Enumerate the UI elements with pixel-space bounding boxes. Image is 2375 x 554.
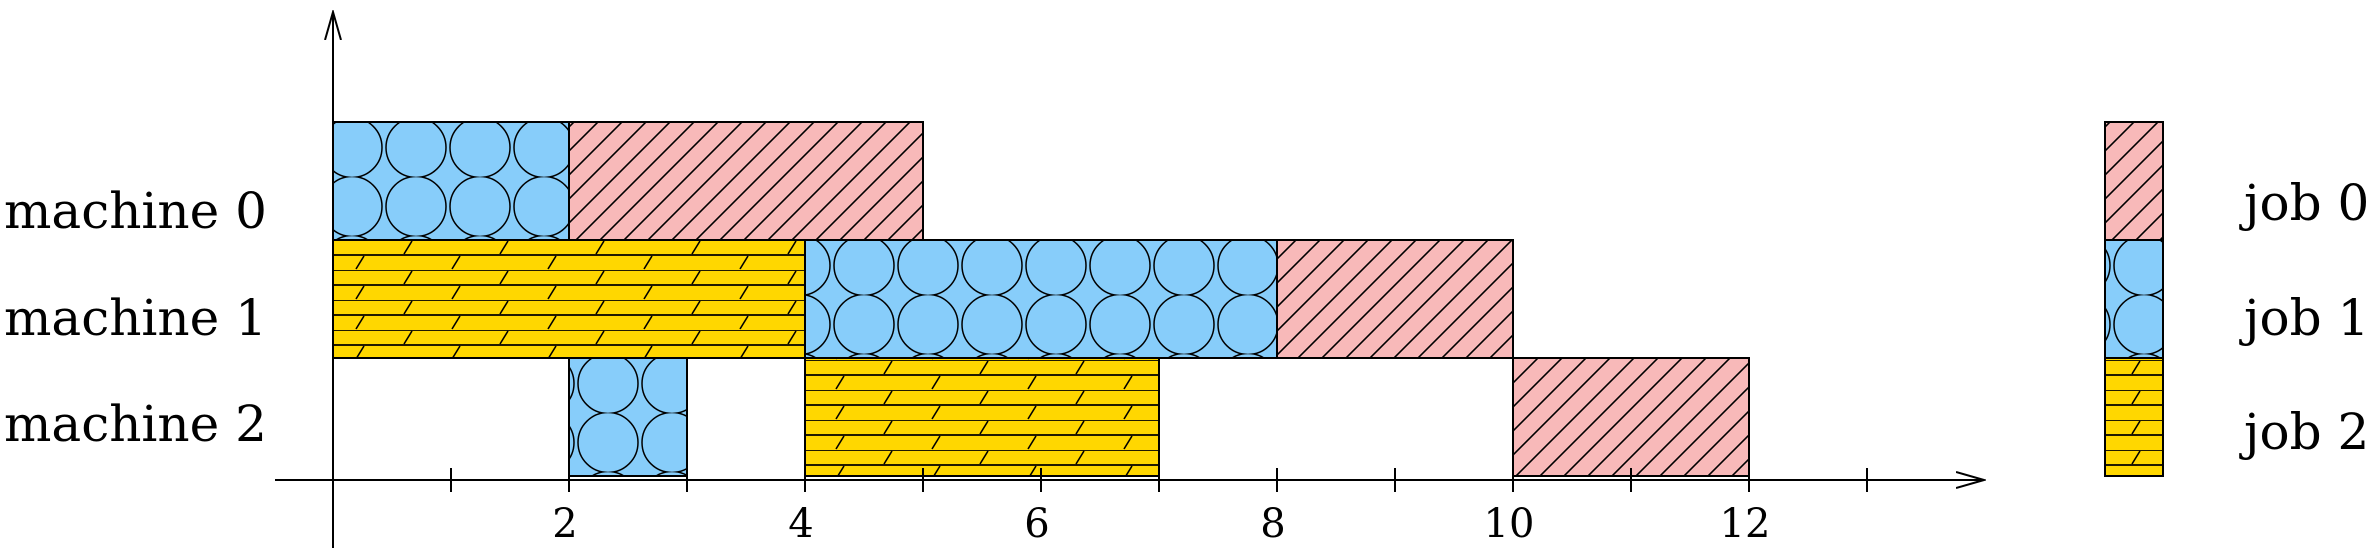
- task-bar-outline: [568, 357, 688, 477]
- legend-label-job-2: job 2: [2239, 403, 2369, 461]
- task-bar-pattern: [805, 240, 1277, 358]
- legend-swatch-pattern: [2105, 240, 2163, 358]
- legend-swatch-job-2: [2104, 357, 2164, 477]
- machine-label-2: machine 2: [4, 395, 267, 453]
- task-bar-m2-job2-6: [804, 357, 1160, 477]
- legend-swatch-outline: [2104, 357, 2164, 477]
- task-bar-pattern: [569, 358, 687, 476]
- legend-swatch-pattern: [2105, 122, 2163, 240]
- x-axis-ticks: [450, 468, 1868, 492]
- task-bar-outline: [1276, 239, 1514, 359]
- task-bar-m1-job0-4: [1276, 239, 1514, 359]
- machine-label-0: machine 0: [4, 182, 267, 240]
- legend: job 0 job 1 job 2: [2104, 121, 2369, 477]
- legend-swatch-pattern: [2105, 358, 2163, 476]
- x-tick-label-6: 6: [1024, 501, 1049, 547]
- x-tick-label-10: 10: [1484, 501, 1535, 547]
- legend-swatch-job-1: [2104, 239, 2164, 359]
- x-tick-label-4: 4: [788, 501, 813, 547]
- legend-swatch-job-0: [2104, 121, 2164, 241]
- task-bar-m0-job1-0: [332, 121, 570, 241]
- x-tick-label-2: 2: [552, 501, 577, 547]
- task-bar-outline: [804, 357, 1160, 477]
- legend-label-job-0: job 0: [2239, 174, 2369, 232]
- task-bar-pattern: [569, 122, 923, 240]
- task-bar-pattern: [1513, 358, 1749, 476]
- task-bar-m1-job2-2: [332, 239, 806, 359]
- x-tick-label-12: 12: [1720, 501, 1771, 547]
- machine-labels: machine 0 machine 1 machine 2: [4, 182, 267, 453]
- task-bar-pattern: [333, 122, 569, 240]
- task-bar-m2-job1-5: [568, 357, 688, 477]
- task-bar-m2-job0-7: [1512, 357, 1750, 477]
- task-bar-pattern: [333, 240, 805, 358]
- task-bars: [332, 121, 1750, 477]
- machine-label-1: machine 1: [4, 289, 267, 347]
- x-axis-tick-labels: 2 4 6 8 10 12: [552, 501, 1770, 547]
- task-bar-pattern: [805, 358, 1159, 476]
- task-bar-m1-job1-3: [804, 239, 1278, 359]
- legend-label-job-1: job 1: [2239, 289, 2369, 347]
- task-bar-m0-job0-1: [568, 121, 924, 241]
- task-bar-pattern: [1277, 240, 1513, 358]
- x-tick-label-8: 8: [1260, 501, 1285, 547]
